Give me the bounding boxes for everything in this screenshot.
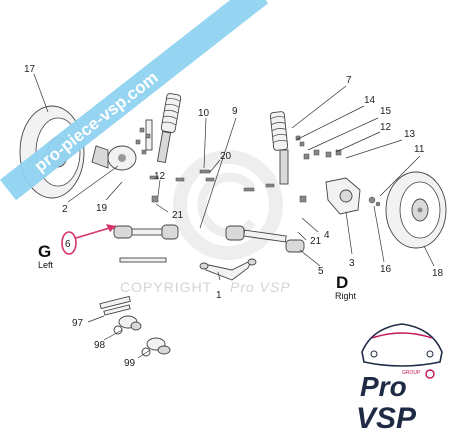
callout-12-left: 12	[154, 171, 166, 182]
callout-10: 10	[198, 108, 210, 119]
callout-21-left: 21	[172, 210, 184, 221]
left-hub-knuckle	[91, 145, 137, 171]
right-driveshaft	[225, 225, 305, 253]
logo-vsp-text: VSP	[356, 402, 417, 435]
right-shock-absorber	[269, 111, 289, 185]
right-wheel	[385, 171, 447, 249]
boot-kit-parts	[99, 295, 171, 357]
left-side-label: Left	[38, 260, 54, 270]
watermark-copyright: COPYRIGHT	[120, 279, 212, 295]
callout-20: 20	[220, 151, 232, 162]
callout-1: 1	[216, 290, 222, 301]
callout-12-right: 12	[380, 122, 392, 133]
callout-3: 3	[349, 258, 355, 269]
callout-13: 13	[404, 129, 416, 140]
callout-99: 99	[124, 358, 136, 369]
callout-5: 5	[318, 266, 324, 277]
tie-rod	[119, 257, 167, 263]
provsp-logo: GROUP Pro VSP	[356, 323, 443, 435]
watermark-brand: Pro VSP	[230, 279, 291, 295]
callout-9: 9	[232, 106, 238, 117]
lower-arm	[199, 258, 257, 281]
callout-7: 7	[346, 75, 352, 86]
right-side-letter: D	[336, 273, 348, 292]
leader-lines	[33, 73, 435, 359]
left-driveshaft	[113, 224, 179, 240]
callout-19: 19	[96, 203, 108, 214]
logo-pro-text: Pro	[360, 371, 407, 402]
callout-17: 17	[24, 64, 36, 75]
left-shock-absorber	[145, 93, 182, 163]
callout-98: 98	[94, 340, 106, 351]
right-hub-knuckle	[325, 177, 361, 215]
part-6-highlight	[61, 224, 117, 255]
logo-flower-icon	[425, 369, 435, 379]
website-banner: pro-piece-vsp.com	[0, 0, 269, 201]
callout-14: 14	[364, 95, 376, 106]
right-side-label: Right	[335, 291, 357, 301]
callout-6: 6	[65, 239, 71, 250]
left-side-letter: G	[38, 242, 51, 261]
callout-11: 11	[414, 144, 425, 155]
callout-15: 15	[380, 106, 392, 117]
callout-21-right: 21	[310, 236, 322, 247]
logo-group-text: GROUP	[402, 370, 421, 376]
callout-18: 18	[432, 268, 444, 279]
callout-16: 16	[380, 264, 392, 275]
callout-97: 97	[72, 318, 84, 329]
callout-2: 2	[62, 204, 68, 215]
callout-4: 4	[324, 230, 330, 241]
